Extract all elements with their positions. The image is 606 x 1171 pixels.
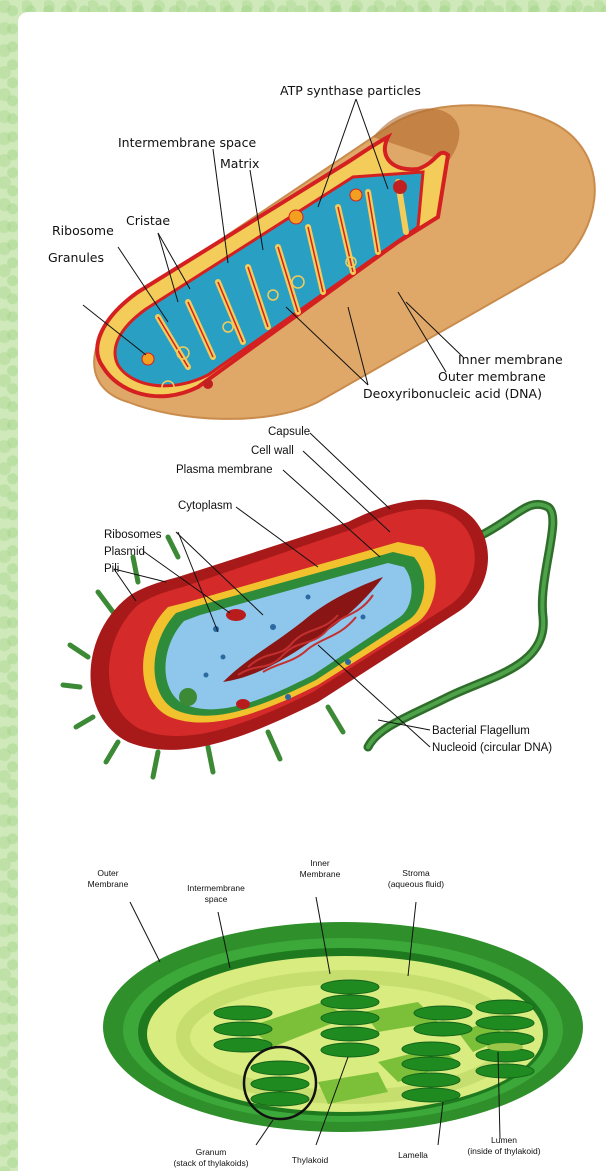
label-lumen-2: (inside of thylakoid) — [467, 1146, 540, 1156]
label-matrix: Matrix — [220, 156, 259, 171]
label-granules: Granules — [48, 250, 104, 265]
label-pili: Pili — [104, 563, 119, 575]
label-outer-membrane: Outer membrane — [438, 369, 546, 384]
label-capsule: Capsule — [268, 426, 310, 438]
label-ribosome: Ribosome — [52, 223, 114, 238]
label-stroma-2: (aqueous fluid) — [388, 879, 444, 889]
label-plasma-membrane: Plasma membrane — [176, 464, 273, 476]
label-dna: Deoxyribonucleic acid (DNA) — [363, 386, 542, 401]
granule — [179, 688, 197, 706]
label-thylakoid: Thylakoid — [292, 1155, 329, 1165]
diagram-card: ATP synthase particles Intermembrane spa… — [18, 12, 606, 1171]
label-inner-membrane: Inner membrane — [458, 352, 563, 367]
label-intermembrane-2: space — [205, 894, 228, 904]
label-nucleoid: Nucleoid (circular DNA) — [432, 742, 552, 754]
label-cytoplasm: Cytoplasm — [178, 500, 232, 512]
label-outer-membrane-1: Outer — [97, 868, 118, 878]
label-inner-membrane-2: Membrane — [300, 869, 341, 879]
bacterium-diagram: Capsule Cell wall Plasma membrane Cytopl… — [18, 417, 606, 797]
mitochondrion-diagram: ATP synthase particles Intermembrane spa… — [18, 67, 606, 422]
label-intermembrane-space: Intermembrane space — [118, 135, 256, 150]
plasmid — [226, 609, 246, 621]
chloroplast-diagram: Outer Membrane Intermembrane space Inner… — [18, 842, 606, 1171]
lumen — [487, 1043, 523, 1051]
label-plasmid: Plasmid — [104, 546, 145, 558]
label-flagellum: Bacterial Flagellum — [432, 725, 530, 737]
label-granum-2: (stack of thylakoids) — [173, 1158, 248, 1168]
label-stroma-1: Stroma — [402, 868, 430, 878]
label-cristae: Cristae — [126, 213, 170, 228]
label-lamella: Lamella — [398, 1150, 428, 1160]
label-lumen-1: Lumen — [491, 1135, 517, 1145]
label-inner-membrane-1: Inner — [310, 858, 330, 868]
label-intermembrane-1: Intermembrane — [187, 883, 245, 893]
label-cell-wall: Cell wall — [251, 445, 294, 457]
label-outer-membrane-2: Membrane — [88, 879, 129, 889]
label-atp-synthase: ATP synthase particles — [280, 83, 421, 98]
label-granum-1: Granum — [196, 1147, 227, 1157]
label-ribosomes: Ribosomes — [104, 529, 162, 541]
